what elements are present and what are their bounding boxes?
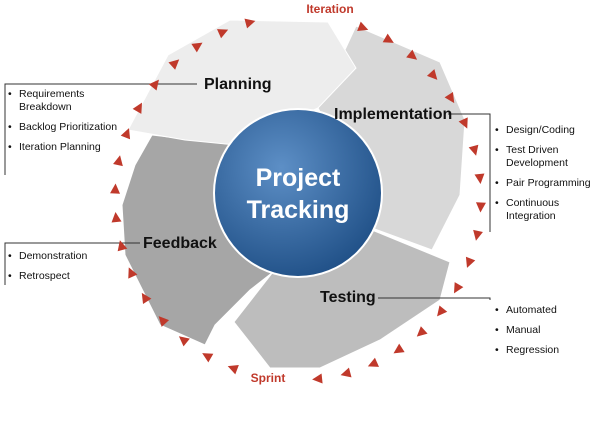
arrow-marker-icon xyxy=(141,292,152,305)
arrow-marker-icon xyxy=(382,33,394,43)
arrow-marker-icon xyxy=(465,256,476,268)
implementation-item: Continuous Integration xyxy=(495,197,599,223)
callout-lines xyxy=(4,83,491,300)
arrow-marker-icon xyxy=(191,42,203,53)
feedback-label: Feedback xyxy=(143,235,217,252)
testing-item: Manual xyxy=(495,324,595,337)
arrow-marker-icon xyxy=(113,155,123,167)
feedback-items: Demonstration Retrospect xyxy=(8,250,118,290)
arrow-marker-icon xyxy=(244,18,256,29)
implementation-item: Test Driven Development xyxy=(495,144,599,170)
arrow-marker-icon xyxy=(178,336,190,347)
planning-callout-line xyxy=(4,83,197,175)
arrow-marker-icon xyxy=(458,117,468,129)
arrow-marker-icon xyxy=(437,305,448,317)
testing-label: Testing xyxy=(320,289,376,306)
arrow-marker-icon xyxy=(357,21,369,31)
arrow-marker-icon xyxy=(340,367,352,378)
arrow-marker-icon xyxy=(416,326,428,337)
arrow-marker-icon xyxy=(227,365,239,375)
testing-item: Regression xyxy=(495,344,595,357)
feedback-callout-line xyxy=(4,242,140,285)
planning-label: Planning xyxy=(204,76,272,93)
center-label-line2: Tracking xyxy=(247,196,350,224)
testing-callout-line xyxy=(378,297,491,300)
planning-item: Iteration Planning xyxy=(8,141,120,154)
iteration-label: Iteration xyxy=(306,2,353,16)
arrow-marker-icon xyxy=(393,343,405,354)
project-tracking-circle xyxy=(213,108,383,278)
arrow-marker-icon xyxy=(110,183,121,194)
planning-item: Requirements Breakdown xyxy=(8,88,120,114)
arrow-marker-icon xyxy=(111,212,122,223)
implementation-item: Design/Coding xyxy=(495,124,599,137)
arrow-marker-icon xyxy=(158,316,170,327)
implementation-item: Pair Programming xyxy=(495,177,599,190)
arrow-marker-icon xyxy=(168,59,180,70)
arrow-marker-icon xyxy=(120,128,131,140)
arrow-marker-icon xyxy=(216,29,229,39)
implementation-items: Design/Coding Test Driven Development Pa… xyxy=(495,124,599,230)
feedback-item: Retrospect xyxy=(8,270,118,283)
arrow-marker-icon xyxy=(468,144,479,156)
arrow-markers xyxy=(110,18,486,384)
arrow-marker-icon xyxy=(473,229,483,241)
arrow-marker-icon xyxy=(426,69,438,80)
arrow-marker-icon xyxy=(444,91,455,104)
arrow-marker-icon xyxy=(132,102,142,114)
testing-item: Automated xyxy=(495,304,595,317)
arrow-marker-icon xyxy=(454,282,464,294)
arrow-marker-icon xyxy=(474,173,485,184)
testing-items: Automated Manual Regression xyxy=(495,304,595,364)
planning-items: Requirements Breakdown Backlog Prioritiz… xyxy=(8,88,120,161)
arrow-marker-icon xyxy=(367,357,380,367)
feedback-item: Demonstration xyxy=(8,250,118,263)
center-label-line1: Project xyxy=(256,164,341,192)
implementation-label: Implementation xyxy=(334,106,452,123)
arrow-marker-icon xyxy=(202,353,214,363)
arrow-marker-icon xyxy=(475,202,486,213)
arrow-marker-icon xyxy=(148,79,159,91)
arrow-marker-icon xyxy=(406,49,418,60)
sprint-label: Sprint xyxy=(251,371,286,385)
arrow-marker-icon xyxy=(117,240,128,252)
arrow-marker-icon xyxy=(312,373,323,384)
planning-item: Backlog Prioritization xyxy=(8,121,120,134)
implementation-callout-line xyxy=(448,113,491,232)
arrow-marker-icon xyxy=(128,267,138,279)
